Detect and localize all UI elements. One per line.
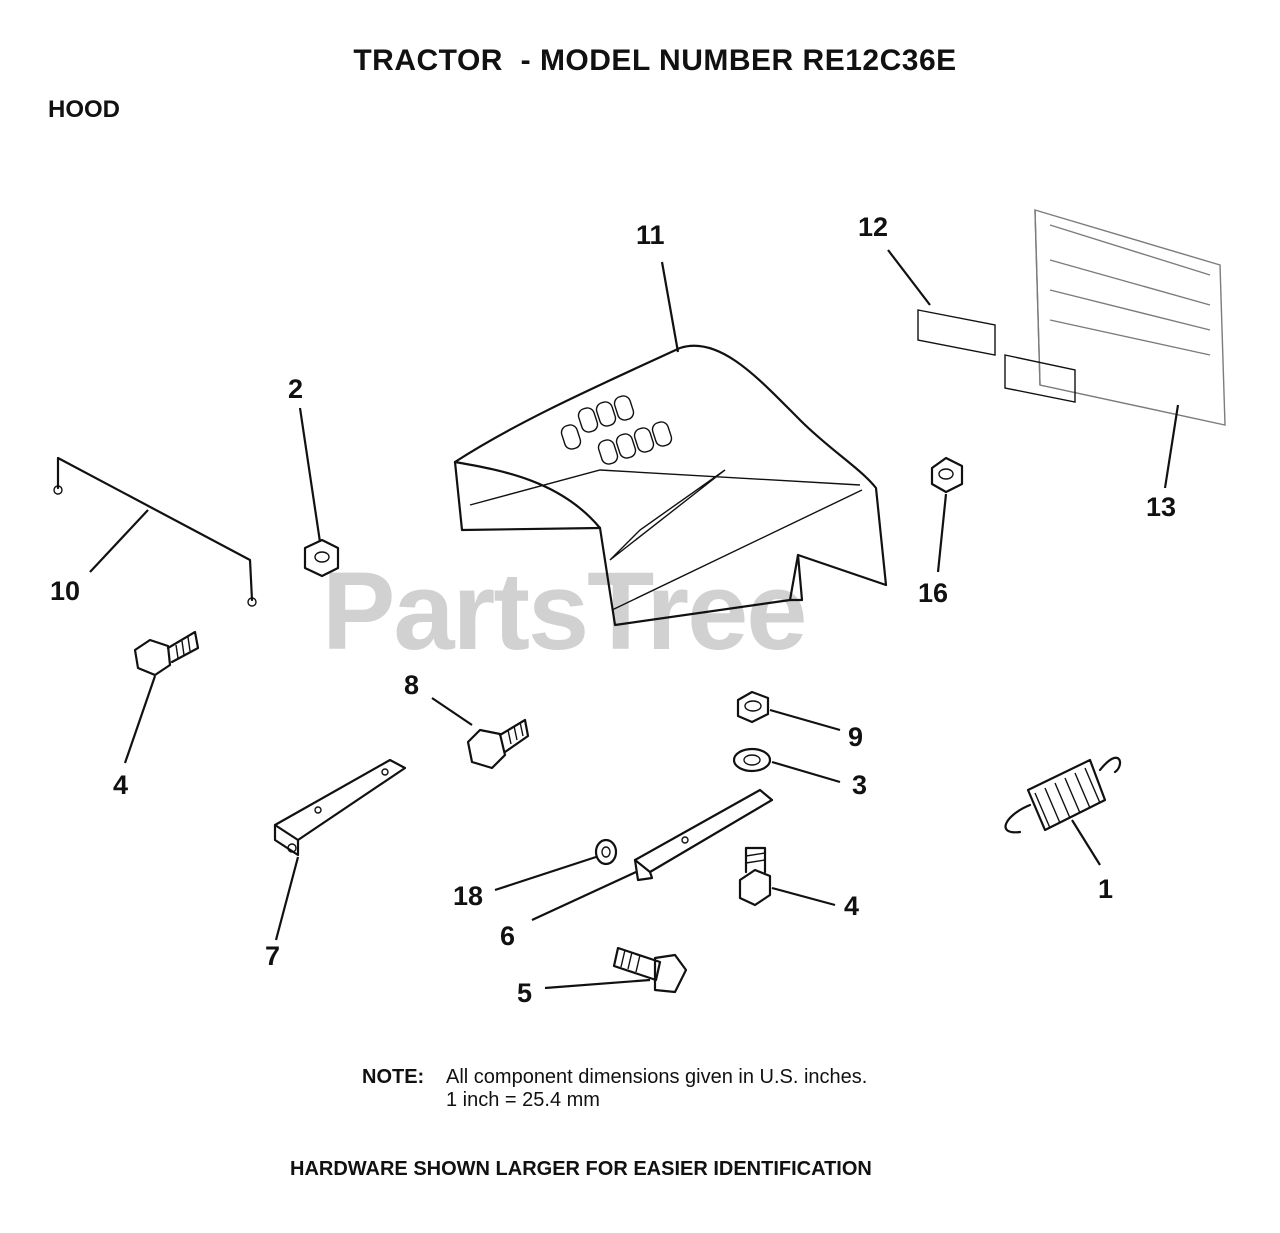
- hood-part-11[interactable]: [453, 344, 888, 627]
- footer-note: HARDWARE SHOWN LARGER FOR EASIER IDENTIF…: [290, 1158, 872, 1180]
- callout-2: 2: [288, 374, 303, 404]
- watermark: PartsTree: [322, 550, 807, 673]
- nut-part-2[interactable]: [303, 538, 340, 578]
- rod-part-10[interactable]: [53, 456, 257, 607]
- grille-part-13[interactable]: [1034, 209, 1226, 426]
- note-line-2: 1 inch = 25.4 mm: [446, 1089, 600, 1111]
- callout-1: 1: [1098, 874, 1113, 904]
- note-label: NOTE:: [362, 1066, 425, 1088]
- washer-part-18[interactable]: [594, 838, 618, 866]
- hood-vents: [560, 395, 673, 465]
- callout-12: 12: [858, 212, 888, 242]
- bracket-part-6[interactable]: [633, 788, 774, 882]
- bolt-part-4-right[interactable]: [738, 846, 772, 907]
- callout-6: 6: [500, 921, 515, 951]
- callout-4-left: 4: [113, 770, 128, 800]
- diagram-title: TRACTOR - MODEL NUMBER RE12C36E: [353, 44, 957, 77]
- callouts: 11 12 13 2 16 10 4 8 9 3 1 7 18 6 4 5: [50, 212, 1176, 1008]
- callout-11: 11: [636, 220, 665, 250]
- callout-18: 18: [453, 881, 483, 911]
- washer-part-3[interactable]: [732, 747, 772, 773]
- callout-9: 9: [848, 722, 863, 752]
- nut-part-16[interactable]: [930, 456, 964, 494]
- nut-part-9[interactable]: [736, 690, 770, 724]
- note-line-1: All component dimensions given in U.S. i…: [446, 1066, 868, 1088]
- leader-lines: [89, 249, 1180, 990]
- callout-4-right: 4: [844, 891, 859, 921]
- note-block: NOTE: All component dimensions given in U…: [362, 1066, 867, 1112]
- callout-10: 10: [50, 576, 80, 606]
- callout-3: 3: [852, 770, 867, 800]
- bolt-part-5[interactable]: [612, 946, 688, 994]
- callout-8: 8: [404, 670, 419, 700]
- bolt-part-4-left[interactable]: [133, 630, 200, 677]
- bracket-part-7[interactable]: [273, 758, 407, 857]
- strip-part-12[interactable]: [917, 309, 1076, 403]
- bolt-part-8[interactable]: [466, 718, 530, 770]
- section-label: HOOD: [48, 96, 120, 123]
- callout-5: 5: [517, 978, 532, 1008]
- spring-part-1[interactable]: [1004, 756, 1122, 834]
- callout-16: 16: [918, 578, 948, 608]
- callout-13: 13: [1146, 492, 1176, 522]
- callout-7: 7: [265, 941, 280, 971]
